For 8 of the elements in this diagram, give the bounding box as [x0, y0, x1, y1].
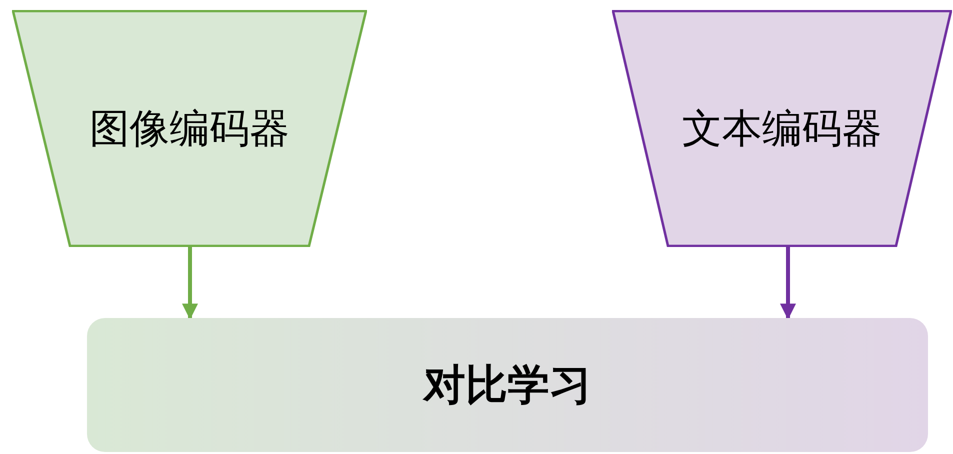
- node-label: 对比学习: [424, 359, 592, 411]
- arrow: [780, 247, 796, 320]
- node-label: 文本编码器: [682, 105, 882, 154]
- encoder-trapezoid: [612, 10, 952, 247]
- encoder-trapezoid: [12, 10, 367, 247]
- node-label: 图像编码器: [90, 105, 290, 154]
- process-box: [87, 318, 928, 452]
- arrow: [182, 247, 198, 320]
